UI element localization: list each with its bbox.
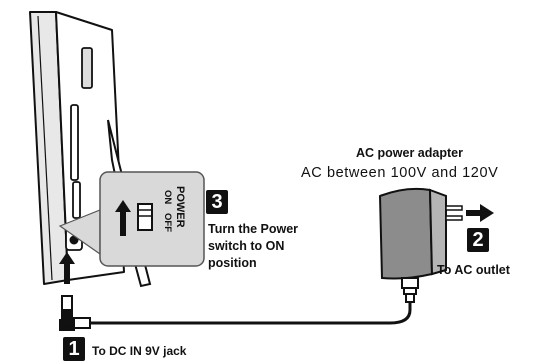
adapter-prongs: [445, 205, 463, 221]
switch-label-on: ON: [162, 190, 173, 205]
dc-plug: [59, 295, 91, 331]
step-1-badge: 1: [63, 337, 85, 361]
switch-up-arrow-icon: [115, 200, 131, 236]
power-switch: [137, 203, 153, 231]
adapter-voltage-range: AC between 100V and 120V: [301, 165, 499, 181]
step-3-line-3: position: [208, 256, 257, 270]
step-1-label: To DC IN 9V jack: [92, 344, 187, 358]
step-3-badge: 3: [206, 190, 228, 214]
to-outlet-arrow-icon: [466, 204, 494, 222]
plug-up-arrow-icon: [59, 252, 75, 284]
step-3-line-1: Turn the Power: [208, 222, 299, 236]
step-2-badge: 2: [467, 228, 489, 252]
adapter-title: AC power adapter: [356, 146, 463, 160]
ac-power-adapter: [378, 187, 447, 303]
step-2-label: To AC outlet: [437, 263, 510, 277]
adapter-cable: [90, 302, 412, 325]
switch-label-off: OFF: [162, 213, 173, 232]
switch-label-power: POWER: [174, 186, 186, 228]
step-3-line-2: switch to ON: [208, 239, 285, 253]
